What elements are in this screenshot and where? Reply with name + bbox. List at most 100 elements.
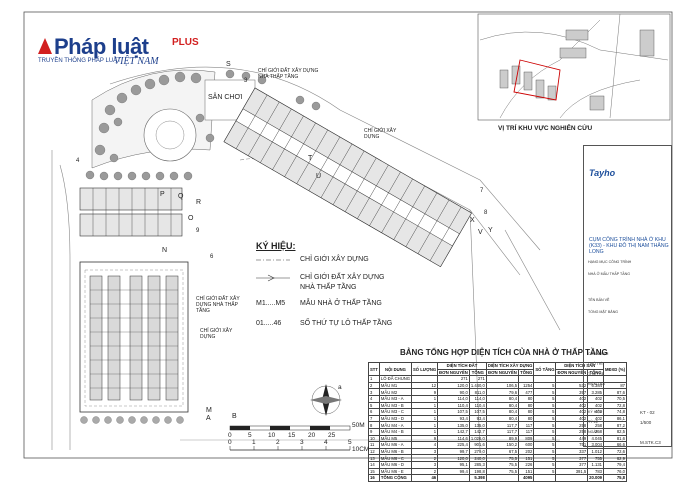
- scale-tick-m: 25: [328, 432, 336, 439]
- title-block-field: TỶ LỆ: [588, 420, 598, 424]
- table-cell: 901,6: [468, 441, 487, 449]
- trees: [85, 69, 321, 181]
- plan-letter: N: [162, 247, 167, 254]
- table-cell: 240,0: [468, 454, 487, 462]
- table-cell: 5: [533, 421, 557, 429]
- study-area-marker: [513, 59, 561, 101]
- table-cell: 477: [518, 388, 535, 396]
- table-cell: 5: [533, 447, 557, 456]
- table-cell: 93,4: [468, 414, 487, 423]
- table-cell: MẪU M3 - A: [378, 394, 413, 403]
- table-cell: 9: [368, 427, 380, 436]
- table-cell: 142,7: [437, 427, 470, 436]
- table-cell: 783: [587, 467, 604, 476]
- table-cell: 79,4: [602, 460, 628, 469]
- table-cell: 4: [368, 394, 380, 403]
- table-cell: 120,0: [437, 381, 470, 390]
- table-cell: 5: [533, 381, 557, 390]
- table-cell: 3: [411, 447, 439, 456]
- land-limit-label-a: CHỈ GIỚI ĐẤT XÂY DỰNG NHÀ THẤP TẦNG: [258, 68, 319, 80]
- plan-letter: P: [160, 191, 165, 198]
- table-cell: 151: [518, 467, 535, 476]
- table-cell: 9: [411, 434, 439, 443]
- table-cell: [555, 474, 589, 482]
- legend-item-land-limit: CHỈ GIỚI ĐẤT XÂY DỰNG: [300, 274, 385, 281]
- table-cell: 2: [411, 467, 439, 476]
- plan-letter: T: [308, 155, 313, 162]
- legend-item-low-rise: NHÀ THẤP TẦNG: [300, 284, 357, 291]
- table-cell: 80,4: [485, 394, 520, 403]
- table-cell: 4095: [518, 474, 535, 482]
- table-cell: 75,5: [485, 467, 520, 476]
- title-block-field: HẠNG MỤC CÔNG TRÌNH: [588, 260, 632, 264]
- title-block-field: NHÀ Ở MẪU THẤP TẦNG: [588, 272, 631, 276]
- table-cell: [533, 474, 557, 482]
- table-cell: 76,0: [602, 467, 628, 476]
- plan-letter: S: [226, 61, 231, 68]
- plan-letter: M: [206, 407, 212, 414]
- scale-tick-m: 20: [308, 432, 316, 439]
- table-cell: 16: [368, 474, 380, 482]
- table-cell: 391,5: [555, 467, 589, 476]
- plan-number: 7: [480, 188, 484, 194]
- table-cell: 600: [518, 441, 535, 449]
- table-cell: 377: [555, 454, 589, 462]
- scale-unit-cm: 10CM: [352, 446, 370, 453]
- table-cell: 9: [411, 388, 439, 396]
- table-cell: 14: [368, 460, 380, 469]
- table-group-header: DIỆN TÍCH XÂY DỰNG: [485, 362, 535, 370]
- table-cell: 107,5: [437, 408, 470, 416]
- table-cell: 225,4: [437, 441, 470, 449]
- table-cell: 5: [533, 454, 557, 462]
- build-limit-label-b: CHỈ GIỚI XÂY DỰNG: [200, 328, 233, 340]
- table-cell: 117: [518, 421, 535, 429]
- table-cell: 20.009: [587, 474, 604, 482]
- table-cell: 75,5: [485, 460, 520, 469]
- table-cell: 80: [518, 408, 535, 416]
- table-cell: 62,9: [602, 454, 628, 462]
- table-cell: 151: [518, 454, 535, 462]
- table-cell: 3: [411, 460, 439, 469]
- table-cell: 80,4: [485, 408, 520, 416]
- scale-tick-cm: 5: [348, 439, 352, 446]
- scale-unit-m: 50M: [352, 422, 365, 429]
- table-cell: 5: [533, 460, 557, 469]
- table-cell: 285,3: [468, 460, 487, 469]
- table-cell: 89,9: [485, 434, 520, 443]
- house-row-diagonal: [223, 87, 472, 268]
- table-cell: MẪU M1: [378, 381, 413, 390]
- table-cell: 811,0: [468, 388, 487, 396]
- project-name: CỤM CÔNG TRÌNH NHÀ Ở KHU (K33) - KHU ĐÔ …: [589, 237, 669, 255]
- table-cell: TỔNG CỘNG: [378, 474, 413, 482]
- plan-number: 9: [196, 228, 200, 234]
- plan-letter: Q: [178, 193, 184, 200]
- table-cell: 67,5: [485, 447, 520, 456]
- table-cell: 377: [555, 460, 589, 469]
- legend-item-build-limit: CHỈ GIỚI XÂY DỰNG: [300, 256, 369, 263]
- table-cell: [485, 474, 520, 482]
- table-cell: 79,6: [485, 388, 520, 396]
- table-cell: 80: [518, 414, 535, 423]
- table-cell: 1: [368, 375, 380, 383]
- plan-letter: U: [316, 173, 321, 180]
- table-cell: 4: [411, 441, 439, 449]
- scale-tick-cm: 0: [228, 439, 232, 446]
- table-cell: 1: [411, 427, 439, 436]
- table-cell: 11: [368, 441, 380, 449]
- table-cell: 95,1: [437, 460, 470, 469]
- table-cell: MẪU M6 - C: [378, 454, 413, 462]
- table-header: TỔNG: [518, 368, 535, 377]
- table-cell: 80,4: [485, 401, 520, 410]
- legend-symbols: [256, 259, 290, 282]
- table-cell: 135,0: [468, 421, 487, 429]
- legend-title: KÝ HIỆU:: [256, 241, 296, 251]
- table-cell: 1: [411, 394, 439, 403]
- designer-brand: Tayho: [589, 168, 616, 178]
- table-cell: 6: [368, 408, 380, 416]
- table-cell: 5: [533, 388, 557, 396]
